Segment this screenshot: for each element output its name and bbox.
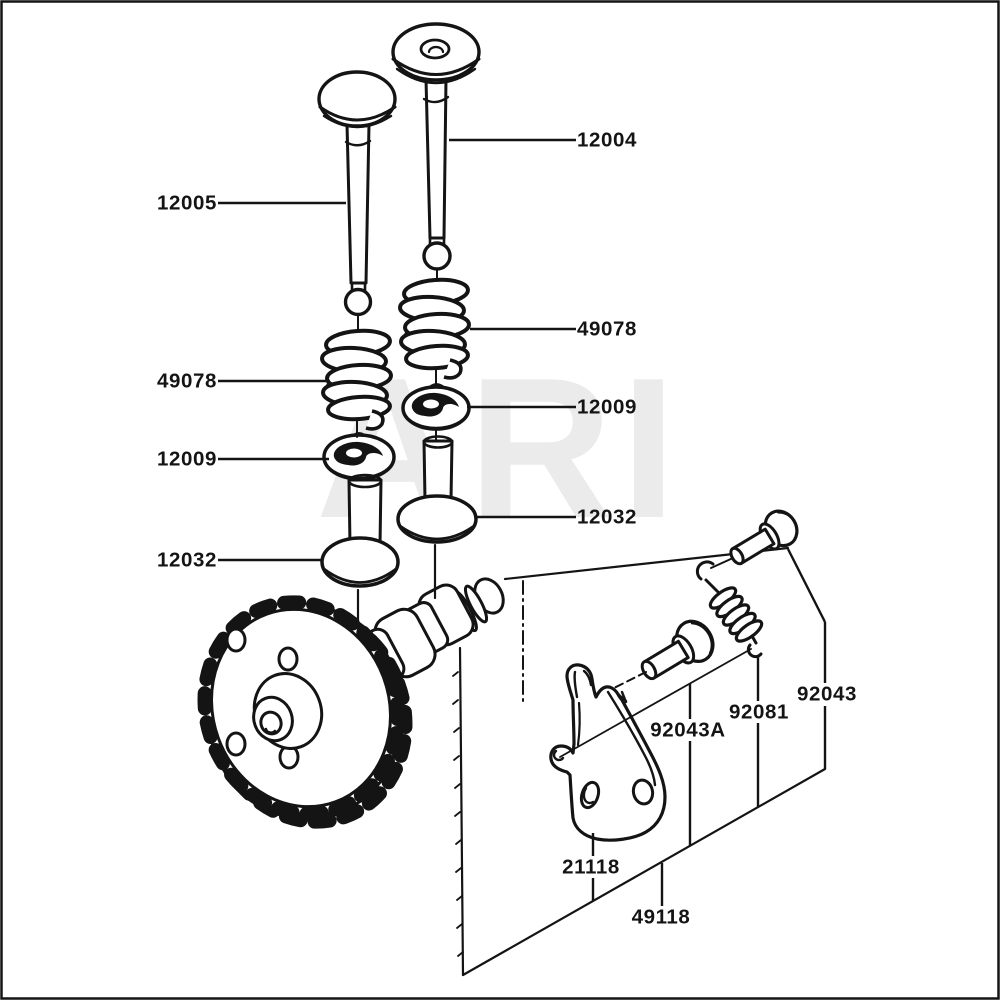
gear-lightening-hole (277, 646, 299, 672)
part-label-49078[interactable]: 49078 (157, 370, 217, 393)
valve-12004 (391, 22, 481, 284)
gear-keyway (264, 727, 277, 734)
valve-head-rim (395, 67, 477, 85)
tappet-stem-top (347, 473, 383, 489)
valve-stem-line (422, 95, 450, 104)
gear-lightening-hole (225, 627, 247, 653)
spring-anchor-line (559, 648, 752, 758)
spring-wire (750, 634, 758, 645)
bracket-inner-edge (573, 670, 579, 699)
valve-spring-49078-left (320, 328, 393, 431)
valve-head-dimple-inner (427, 45, 445, 54)
part-label-92081[interactable]: 92081 (729, 701, 789, 724)
governor-spring-92081 (695, 560, 764, 659)
part-label-12004[interactable]: 12004 (577, 129, 637, 152)
plane-left-edge (458, 646, 465, 977)
part-label-12032[interactable]: 12032 (157, 549, 217, 572)
tappet-foot (396, 494, 478, 544)
screw-92043a (640, 619, 715, 681)
tappet-cam-links (356, 543, 437, 631)
part-label-12032[interactable]: 12032 (577, 506, 637, 529)
bracket-21118 (549, 663, 667, 842)
cam-gear (197, 595, 413, 829)
screw-axis-dash (611, 671, 647, 690)
bracket-tab-curl (552, 749, 565, 762)
tappet-foot (320, 536, 400, 588)
valve-head (317, 70, 397, 128)
retainer-12009-right (401, 383, 471, 431)
valve-spring-49078-right (398, 277, 471, 380)
screw-axis-line (710, 557, 734, 569)
plane-bottom-edge (461, 767, 827, 977)
part-label-49078[interactable]: 49078 (577, 318, 637, 341)
valve-head-rim (318, 105, 397, 122)
tappet-foot-rim (322, 567, 398, 584)
valve-head-dimple (419, 38, 451, 60)
plane-edge-ticks (452, 671, 464, 957)
bracket-hole-inner (582, 786, 595, 805)
valve-stem (345, 122, 371, 285)
valve-stem-line (344, 139, 372, 147)
part-label-92043A[interactable]: 92043A (650, 719, 725, 742)
bracket-inner-edge (576, 701, 581, 747)
spring-top-hook (695, 560, 715, 581)
axis-lines (356, 369, 437, 442)
camshaft-ring (463, 584, 489, 624)
part-label-92043[interactable]: 92043 (797, 683, 857, 706)
part-label-12009[interactable]: 12009 (577, 396, 637, 419)
spring-wire (704, 578, 721, 595)
tappet-stem-top (422, 435, 454, 449)
screw-92043 (729, 509, 799, 566)
spring-bottom-hook (746, 643, 763, 659)
retainer-rim (323, 460, 395, 480)
valve-12005 (317, 70, 397, 335)
bracket-inner-edge (582, 669, 593, 687)
bracket-inner-edge (606, 690, 657, 787)
gear-teeth (197, 595, 405, 821)
part-label-21118[interactable]: 21118 (562, 856, 620, 879)
retainer-12009-left (322, 432, 396, 481)
tappet-12032-left (320, 473, 400, 588)
leader-line-92043 (786, 548, 827, 623)
valve-stem-tip (422, 241, 452, 271)
tappet-stem (422, 439, 454, 502)
valve-head-rim (391, 57, 481, 76)
bracket-edge-tab (617, 690, 628, 704)
valve-head-rim (322, 114, 393, 129)
screw-head-edge (690, 621, 713, 655)
retainer-swirl-highlight (423, 399, 439, 409)
part-labels: 12004 12005 49078 49078 12009 12009 12032 12032… (157, 129, 857, 929)
valve-stem-tip (343, 287, 373, 317)
part-label-49118[interactable]: 49118 (632, 906, 691, 929)
valve-head (391, 22, 481, 82)
gear-lightening-hole (225, 731, 247, 757)
tappet-stem (347, 478, 383, 547)
bracket-hole (631, 778, 655, 806)
spring-end-tail (443, 358, 463, 380)
part-label-12009[interactable]: 12009 (157, 448, 217, 471)
screw-head-edge (777, 511, 798, 541)
tappet-foot-rim (398, 524, 476, 541)
part-label-12005[interactable]: 12005 (157, 192, 217, 215)
tappet-12032-right (396, 435, 478, 544)
retainer-swirl-highlight (346, 448, 362, 458)
spring-end-tail (365, 409, 385, 431)
